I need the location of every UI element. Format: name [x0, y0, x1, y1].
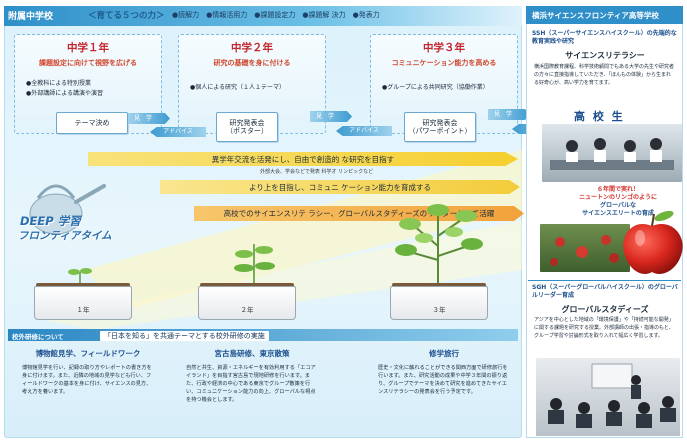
apple-orchard-icon — [550, 235, 619, 266]
field-trip-theme: 「日本を知る」を共通テーマとする校外研修の実施 — [100, 331, 269, 341]
observe-arrow-1: 見 学 — [128, 113, 170, 124]
school-tag: 附属中学校 — [8, 12, 54, 22]
grown-tree-icon — [395, 204, 483, 288]
young-plant-icon — [234, 244, 275, 286]
grade3-planter-label: ３年 — [432, 306, 446, 314]
classroom-photo — [536, 358, 680, 436]
grade2-theme: 研究の基礎を身に付ける — [213, 59, 291, 67]
trip1-head: 博物館見学、フィールドワーク — [35, 349, 141, 358]
powers-title: ＜育てる５つの力＞ — [88, 11, 165, 21]
grade3-title: 中学３年 — [423, 42, 465, 54]
grade2-soil — [200, 283, 294, 287]
field-trip-tag: 校外研修について — [12, 333, 64, 341]
classroom-scene-icon — [548, 363, 676, 428]
band-communication: より上を目指し、コミュニ ケーション能力を育成する — [160, 180, 520, 194]
grade1-bullet-1: ●全教科による特別授業 — [26, 80, 92, 87]
ssh-title: SSH（スーパーサイエンスハイスクール）の先端的な教育実践や研究 — [532, 30, 677, 46]
high-school-student-label: 高 校 生 — [574, 110, 625, 123]
sgh-text: アジアを中心とした地域の「環境保護」や「持続可能な開発」に関する課題を研究する授… — [534, 317, 674, 339]
apple-caption-3: グローバルな — [600, 202, 636, 210]
powers-list: ●読解力 ●情報活用力 ●課題設定力 ●課題解 決力 ●発表力 — [172, 11, 380, 19]
right-separator — [528, 280, 681, 281]
grade3-soil — [392, 283, 486, 287]
red-apple-icon — [623, 210, 683, 274]
sgh-subtitle: グローバルスタディーズ — [561, 305, 649, 314]
grade1-title: 中学１年 — [67, 42, 109, 54]
grade3-presentation-box: 研究発表会 （パワーポイント） — [404, 112, 476, 142]
grade3-theme: コミュニケーション能力を高める — [391, 59, 497, 67]
grade3-box-line2: （パワーポイント） — [408, 127, 472, 135]
band-creative-research: 異学年交流を活発にし、自由で創造的 な研究を目指す — [88, 152, 518, 166]
trip1-text: 博物館見学を行い、記録の取り方やレポートの書き方を身に付けます。また、近隣の地域… — [22, 365, 152, 396]
lab-scene-icon — [550, 138, 674, 170]
header-bar — [4, 6, 522, 26]
grade2-box-line1: 研究発表会 — [229, 118, 265, 127]
trip3-text: 歴史・文化に触れることができる関西方面で研修旅行を行います。また、研究活動の成果… — [378, 365, 508, 396]
deep-subtitle: フロンティアタイム — [18, 230, 112, 242]
ssh-subtitle: サイエンスリテラシー — [565, 51, 645, 60]
apple-caption-1: ６年間で実れ！ — [596, 186, 639, 193]
observe-arrow-3: 見 学 — [488, 109, 530, 120]
grade2-presentation-box: 研究発表会 （ポスター） — [216, 112, 278, 142]
grade1-soil — [36, 283, 130, 287]
grade2-planter — [198, 286, 296, 320]
grade1-bullet-2: ●外部講師による講演や演習 — [26, 90, 104, 97]
band-creative-sub: 外部大会、学会などで発表 科学オ リンピックなど — [260, 169, 374, 175]
lab-photo — [542, 124, 682, 182]
grade3-bullet-1: ●グループによる共同研究（協働作業） — [382, 84, 489, 91]
apple-caption-4: サイエンスエリートの育成 — [582, 210, 654, 218]
grade2-bullet-1: ●個人による研究（１人１テーマ） — [190, 84, 286, 91]
sgh-title: SGH（スーパーグローバルハイスクール）のグローバルリーダー育成 — [532, 284, 678, 300]
apple-caption-2: ニュートンのリンゴのように — [578, 194, 657, 202]
ssh-text: 横浜国際教育課程、科学技術顧問でもある大学の先生や研究者の方々に直接指導していた… — [534, 64, 675, 86]
deep-title: DEEP 学習 — [20, 214, 81, 228]
trip2-head: 宮古島研修、東京散策 — [214, 349, 290, 358]
grade2-title: 中学２年 — [231, 42, 273, 54]
grade1-theme: 課題設定に向けて視野を広げる — [39, 59, 137, 67]
advice-arrow-2: アドバイス — [336, 126, 392, 136]
grade1-planter — [34, 286, 132, 320]
apple-orchard-photo — [540, 224, 630, 272]
trip3-head: 修学旅行 — [429, 349, 459, 358]
watering-can-icon — [29, 184, 106, 235]
grade1-theme-box: テーマ決め — [56, 112, 128, 134]
grade3-box-line1: 研究発表会 — [422, 118, 458, 127]
grade2-box-line2: （ポスター） — [226, 127, 268, 135]
advice-arrow-1: アドバイス — [150, 127, 206, 137]
grade3-planter — [390, 286, 488, 320]
trip2-text: 自然と共生、資源・エネルギーを有効利用する「エコアイランド」を目指す宮古島で現地… — [186, 365, 316, 404]
high-school-header: 横浜サイエンスフロンティア高等学校 — [526, 6, 683, 24]
apple-caption: ６年間で実れ！ ニュートンのリンゴのように グローバルな サイエンスエリートの育… — [556, 186, 680, 218]
observe-arrow-2: 見 学 — [310, 111, 352, 122]
grade1-planter-label: １年 — [76, 306, 90, 314]
grade2-planter-label: ２年 — [240, 306, 254, 314]
